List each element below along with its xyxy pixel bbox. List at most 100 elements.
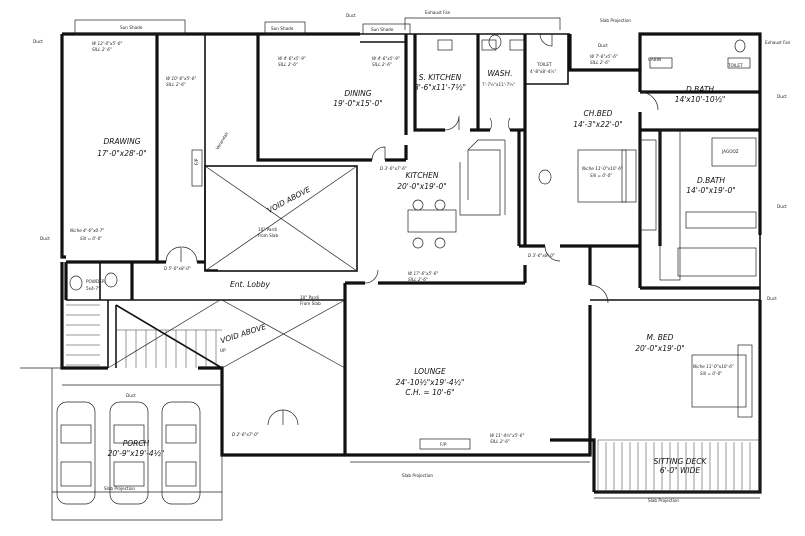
duct-right-1: Duct [777,94,787,99]
kitchen-name: KITCHEN [406,171,439,180]
powder-name: POWDER [86,279,105,284]
win-e-sill: SILL 2'-6" [590,60,610,65]
ch-bed-size: 14'-3"x22'-0" [573,120,623,129]
duct-left-top: Duct [33,39,43,44]
cabin-label: CABIN [648,57,661,62]
slab-projection-bottom: Slab Projection [402,473,433,478]
lounge-ch: C.H. = 10'-6" [405,388,454,397]
pardi-2b: From Slab [300,301,321,306]
car-2 [109,401,149,505]
d-bath-top-size: 14'x10'-10½" [675,95,726,104]
porch-outline [20,367,223,521]
wash-size: 7'-7½"x11'-7½" [482,82,515,87]
sun-shades [74,17,760,499]
slab-projection-porch: Slab Projection [104,486,135,491]
niche-m: Niche 11'-0"x10'-6" [693,364,734,369]
porch-name: PORCH [123,439,150,448]
win-g: W 11'-4½"x5'-6" [490,433,525,438]
s-kitchen-name: S. KITCHEN [419,73,462,82]
toilet-top-name: TOILET [536,62,552,67]
ent-lobby-name: Ent. Lobby [230,280,270,289]
slab-projection-bottom-right: Slab Projection [648,498,679,503]
win-c-sill: SILL 2'-6" [372,62,392,67]
void-above-1: VOID ABOVE [266,185,312,215]
sun-shade-2: Sun Shade [271,26,294,31]
fp-top: F/P [194,158,199,165]
d-bath-top-name: D.BATH [686,85,714,94]
sun-shade-3: Sun Shade [371,27,394,32]
win-d-sill: SILL 2'-6" [166,82,186,87]
s-kitchen-size: 8'-6"x11'-7½" [414,83,466,92]
m-bed-size: 20'-0"x19'-0" [635,344,685,353]
jacuzzi-label: JAGOOZ [721,149,739,154]
niche-m-b: Sill = 0'-0" [700,371,722,376]
dining-size: 19'-0"x15'-0" [333,99,383,108]
door-c: D 3'-6"x8'-0" [528,253,555,258]
exhaust-fan-top: Exhaust Fan [425,10,451,15]
kitchen-counter [459,139,506,216]
win-b: W 4'-6"x5'-9" [278,56,306,61]
child-bed [577,149,637,203]
pardi-1b: from Slab [258,233,278,238]
drawing-name: DRAWING [103,137,140,146]
sitting-deck-size: 6'-0" WIDE [660,466,701,475]
staircase [66,299,222,369]
porch-size: 20'-9"x19'-4½" [108,449,165,458]
lounge-size: 24'-10½"x19'-4½" [396,378,465,387]
win-c: W 4'-6"x5'-9" [372,56,400,61]
master-bed [691,344,753,418]
exterior-walls [60,32,762,494]
void-cross [204,165,358,369]
dining-name: DINING [344,89,371,98]
win-a: W 12'-0"x5'-6" [92,41,123,46]
niche-drawing-b: Sill = 0'-0" [80,236,102,241]
doors [165,33,659,426]
fireplaces [191,139,657,450]
d-bath-size: 14'-0"x19'-0" [686,186,736,195]
niche-ch: Niche 11'-0"x10'-6" [582,166,623,171]
toilet-label: TOILET [727,63,743,68]
duct-top: Duct [346,13,356,18]
win-b-sill: SILL 2'-6" [278,62,298,67]
pardi-1: 10" Pardi [258,227,277,232]
verandah-label: Verandah [215,131,230,151]
duct-porch: Duct [126,393,136,398]
duct-right-3: Duct [767,296,777,301]
sun-shade-1: Sun Shade [120,25,143,30]
duct-left-mid: Duct [40,236,50,241]
bathroom-fixtures [69,34,757,291]
toilet-top-size: 4'-8"x8'-4½" [530,69,556,74]
d-bath-name: D.BATH [697,176,725,185]
door-d: D 2'-6"x7'-0" [232,432,259,437]
duct-right-2: Duct [777,204,787,209]
win-g-sill: SILL 2'-6" [490,439,510,444]
pardi-2: 10" Pardi [300,295,319,300]
win-a-sill: SILL 2'-6" [92,47,112,52]
drawing-size: 17'-0"x28'-0" [97,149,147,158]
win-e: W 7'-6"x5'-6" [590,54,618,59]
fp-bottom: F/P [440,442,447,447]
wash-name: WASH. [488,69,513,78]
niche-ch-b: Sill = 0'-0" [590,173,612,178]
niche-drawing: Niche 4'-6"x0-7" [70,228,104,233]
up-label: UP [220,348,226,353]
door-a: D 5'-6"x8'-0" [164,266,191,271]
powder-size: 5x4-7" [86,286,100,291]
duct-small: Duct [598,43,608,48]
door-b: D 3'-6"x7'-6" [380,166,407,171]
ch-bed-name: CH.BED [584,109,613,118]
car-3 [161,401,201,505]
kitchen-size: 20'-0"x19'-0" [397,182,447,191]
m-bed-name: M. BED [647,333,674,342]
win-f: W 17'-6"x5'-6" [408,271,439,276]
slab-projection-top: Slab Projection [600,18,631,23]
dining-table [407,199,457,249]
win-d: W 10'-6"x5'-6" [166,76,197,81]
sitting-deck-name: SITTING DECK [654,457,708,466]
car-1 [56,401,96,505]
exhaust-fan-right: Exhaust Fan [765,40,791,45]
sitting-deck-hatch [597,439,761,493]
void-above-2: VOID ABOVE [219,322,267,345]
win-f-sill: SILL 2'-6" [408,277,428,282]
